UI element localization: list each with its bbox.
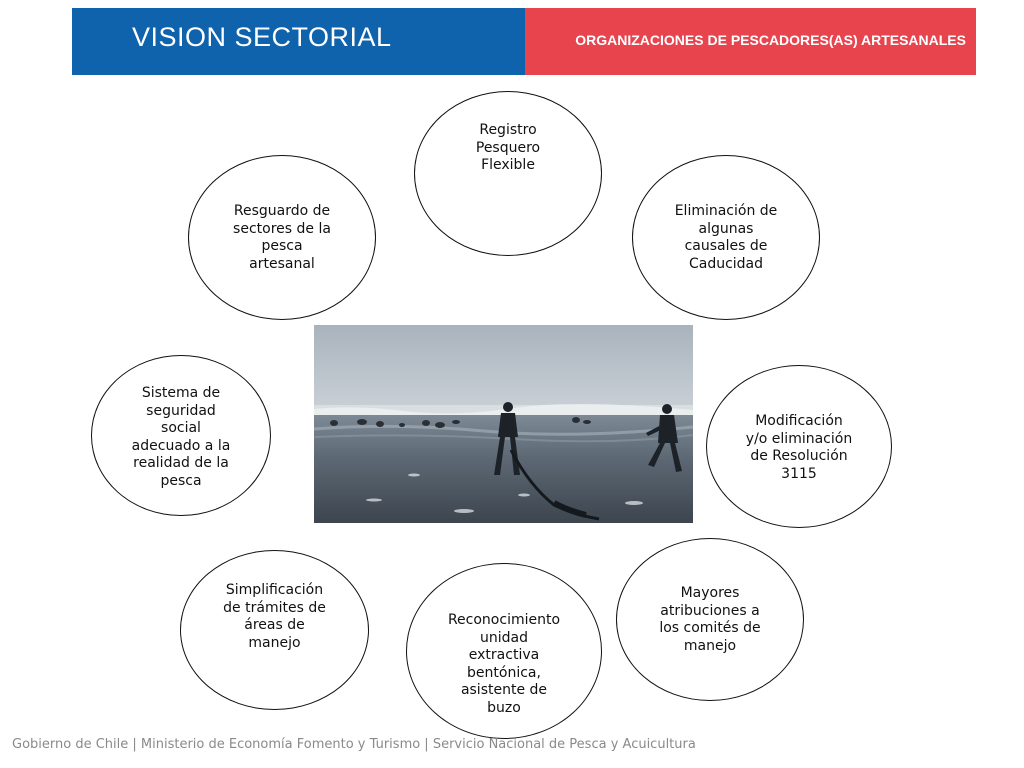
header-title-bar: VISION SECTORIAL <box>72 8 525 75</box>
photo-fishermen-beach <box>314 325 693 523</box>
header-subtitle-bar: ORGANIZACIONES DE PESCADORES(AS) ARTESAN… <box>525 8 976 75</box>
page-title: VISION SECTORIAL <box>132 22 392 52</box>
page-subtitle: ORGANIZACIONES DE PESCADORES(AS) ARTESAN… <box>575 32 966 48</box>
footer-credits: Gobierno de Chile | Ministerio de Econom… <box>12 737 696 752</box>
